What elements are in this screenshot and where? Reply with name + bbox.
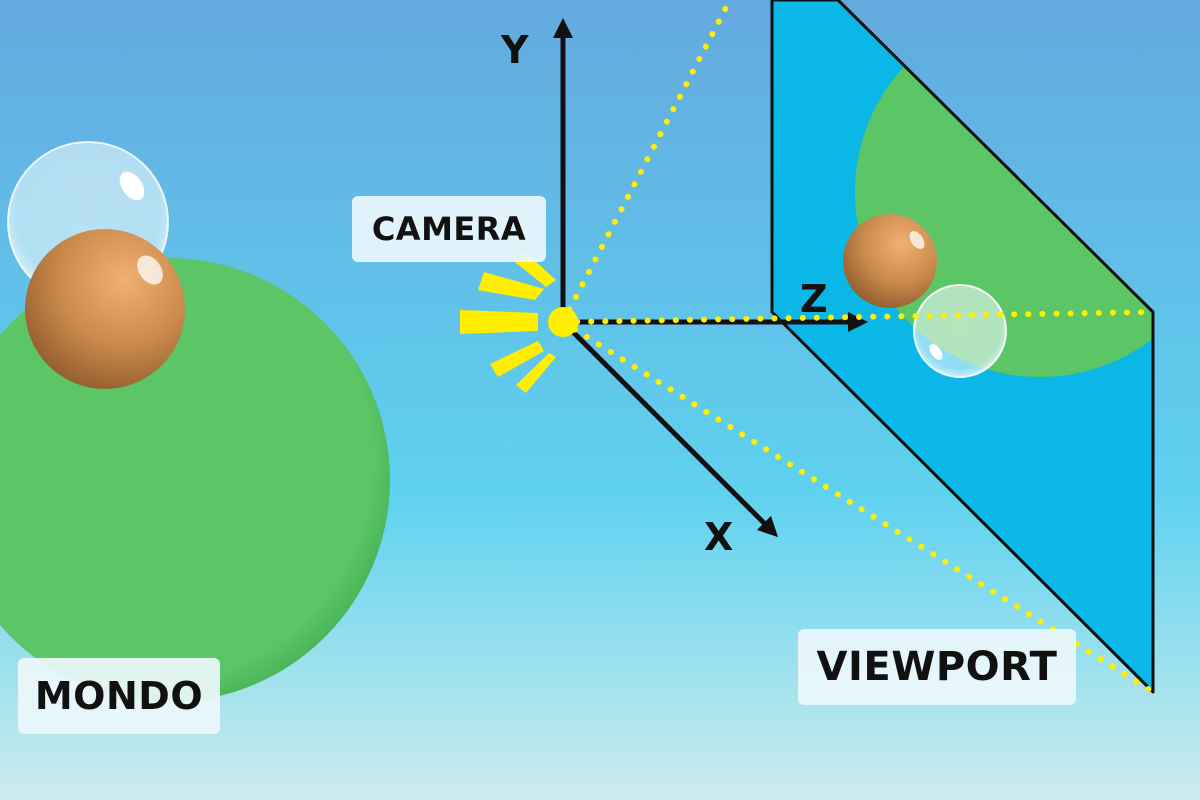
- camera-point: [548, 307, 578, 337]
- y-axis-label: Y: [501, 28, 529, 72]
- viewport-brown-ball: [843, 214, 937, 308]
- world-brown-ball: [25, 229, 185, 389]
- x-axis: [560, 319, 779, 538]
- x-axis-label: X: [704, 515, 734, 559]
- viewport-glass-ball: [913, 284, 1007, 378]
- z-axis-label: Z: [800, 277, 828, 321]
- camera-burst-icon: [460, 252, 556, 393]
- camera-label: CAMERA: [352, 196, 546, 262]
- viewport-label: VIEWPORT: [798, 629, 1076, 705]
- viewport-outline: [770, 0, 1155, 694]
- coordinate-axes: [553, 18, 868, 538]
- world-label: MONDO: [18, 658, 220, 734]
